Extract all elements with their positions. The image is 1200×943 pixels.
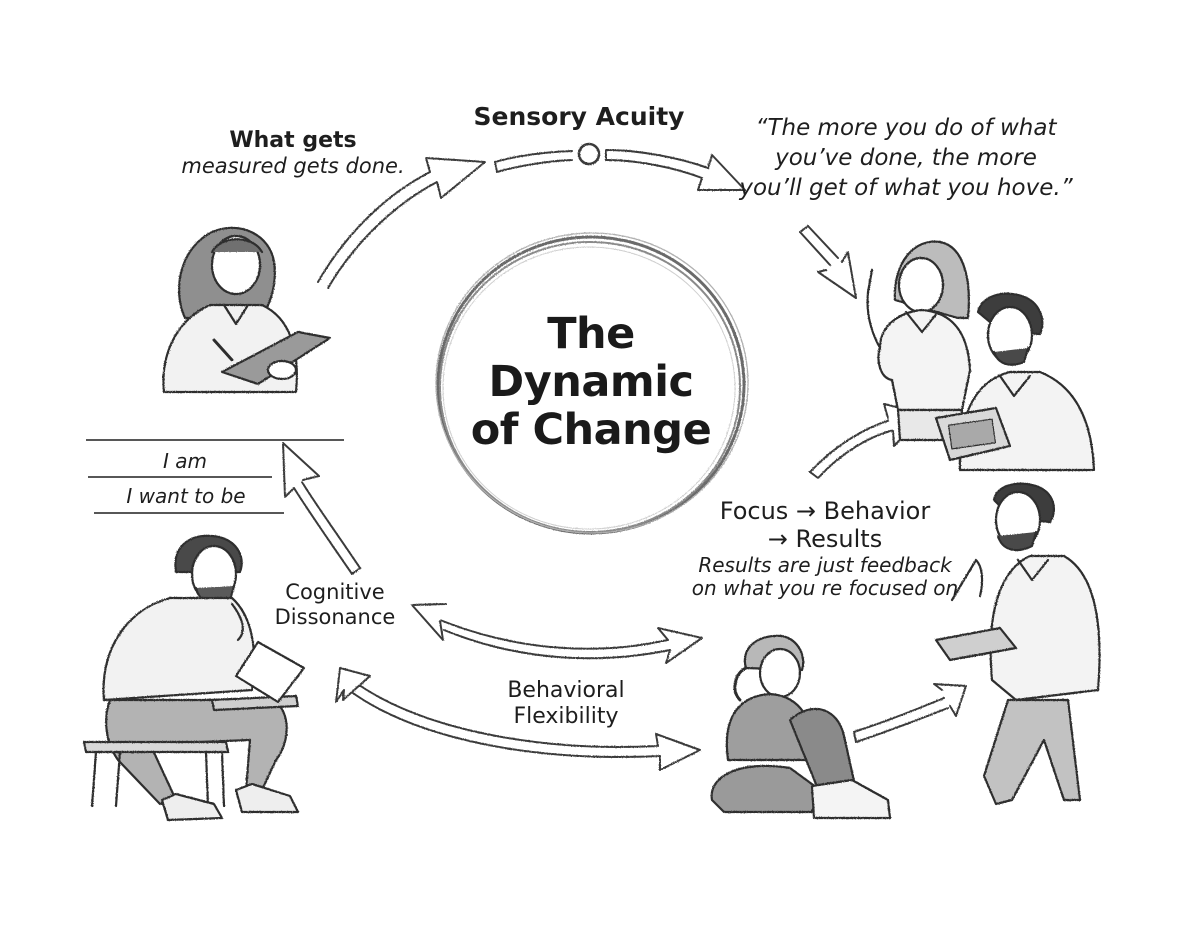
title-circle [435,232,749,535]
arrow-dissonance-focus [411,603,703,664]
rule-bottom [94,512,284,514]
label-sensory-acuity: Sensory Acuity [473,102,685,131]
label-i-want-to-be: I want to be [126,484,246,508]
acuity-connector [494,142,746,191]
rule-top [86,439,344,441]
woman-tying-shoe-figure [710,634,892,820]
diagram-title: The Dynamic of Change [452,309,730,456]
focus-sub-1: Results are just feedback [698,552,952,577]
focus-line-1: Focus → Behavior [719,497,931,525]
arrow-dissonance-to-iam [282,442,361,575]
focus-sub-2: on what you re focused on [691,576,959,601]
flexibility-line-2: Flexibility [513,703,619,729]
label-focus-behavior-results: Focus → Behavior → Results Results are j… [660,497,990,601]
man-with-tablet-figure [934,292,1096,472]
title-line-1: The [547,309,635,359]
label-behavioral-flexibility: Behavioral Flexibility [486,678,646,730]
quote-line-2: you’ve done, the more [775,144,1037,171]
label-quote: “The more you do of what you’ve done, th… [736,114,1076,204]
measured-line-1: What gets [229,128,357,153]
arrow-shoe-to-presenter [853,683,967,743]
woman-pointing-figure [866,240,972,442]
rule-middle [88,476,272,478]
arrow-measured-to-acuity [317,157,486,289]
title-line-2: Dynamic [488,357,694,408]
title-line-3: of Change [470,405,712,456]
man-thinking-seated-figure [82,534,306,822]
woman-with-clipboard-figure [162,226,332,394]
label-cognitive-dissonance: Cognitive Dissonance [262,580,408,630]
label-i-am: I am [163,449,207,473]
measured-line-2: measured gets done. [181,153,405,178]
arrow-dissonance-flexibility [335,667,701,771]
flexibility-line-1: Behavioral [507,678,625,703]
quote-line-1: “The more you do of what [755,115,1057,141]
dissonance-line-2: Dissonance [274,604,396,629]
focus-line-2: → Results [767,525,883,554]
man-presenting-figure [934,482,1101,806]
label-measured: What gets measured gets done. [168,128,418,179]
quote-line-3: you’ll get of what you hove.” [739,174,1073,201]
arrow-quote-to-woman [799,225,857,299]
dissonance-line-1: Cognitive [285,580,385,604]
